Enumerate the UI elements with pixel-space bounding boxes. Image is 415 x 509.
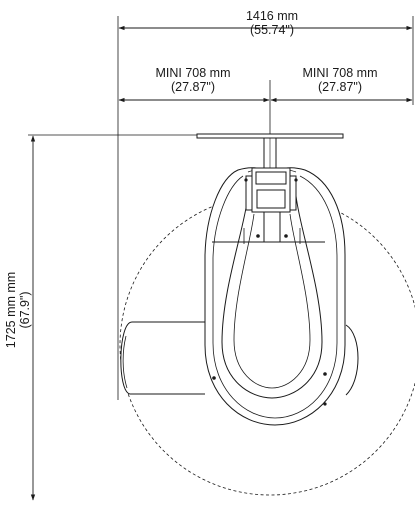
head-unit-block xyxy=(256,189,286,209)
left-side-pod xyxy=(120,321,205,395)
left-span-label: MINI 708 mm (27.87") xyxy=(128,66,258,94)
bolt xyxy=(284,234,288,238)
overall-width-label: 1416 mm (55.74") xyxy=(222,9,322,37)
machine-top-view xyxy=(120,133,359,426)
height-metric: 1725 mm mm xyxy=(4,271,18,349)
bolt xyxy=(323,402,327,406)
extension-lines xyxy=(28,16,414,400)
height-imperial: (67.9") xyxy=(18,291,32,329)
bolt xyxy=(323,372,327,376)
right-span-metric: MINI 708 mm xyxy=(302,66,378,80)
bolt xyxy=(256,234,260,238)
right-bulge xyxy=(345,324,359,396)
inner-teardrop-inner xyxy=(233,213,311,389)
left-span-metric: MINI 708 mm xyxy=(155,66,231,80)
left-span-imperial: (27.87") xyxy=(170,80,216,94)
top-plate xyxy=(196,133,344,139)
right-span-imperial: (27.87") xyxy=(317,80,363,94)
bolt xyxy=(244,178,248,182)
head-right-bracket xyxy=(289,175,297,211)
bolt xyxy=(212,376,216,380)
left-pod-inner-line xyxy=(122,335,128,389)
overall-width-imperial: (55.74") xyxy=(249,23,295,37)
dimension-lines xyxy=(30,25,413,501)
overall-width-metric: 1416 mm xyxy=(245,9,299,23)
head-unit-top xyxy=(255,171,287,185)
right-span-label: MINI 708 mm (27.87") xyxy=(275,66,405,94)
shell-inner-contour xyxy=(212,175,338,419)
head-left-bracket xyxy=(245,175,253,211)
bolts xyxy=(212,178,327,406)
bolt xyxy=(294,178,298,182)
inner-teardrop-outer xyxy=(221,195,323,399)
